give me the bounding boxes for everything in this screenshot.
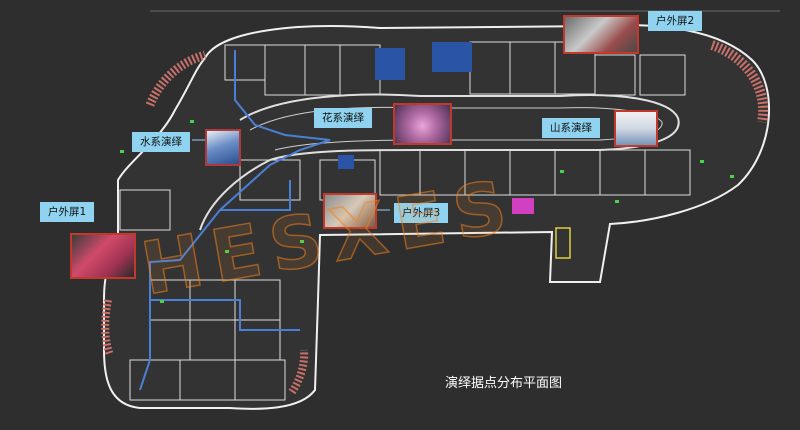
room-grid-top: [224, 41, 686, 96]
facade-left-top: [145, 50, 207, 107]
facade-left-bottom: [101, 299, 114, 357]
blue-block-3: [338, 155, 354, 169]
thumb-outdoor-screen-3: [323, 193, 377, 229]
magenta-shop: [512, 198, 534, 214]
thumb-mountain-show: [614, 110, 658, 147]
blue-route: [139, 50, 331, 391]
thumb-outdoor-screen-2: [563, 15, 639, 54]
callout-outdoor-screen-1: 户外屏1: [40, 202, 95, 222]
room-grid-lower-left: [119, 189, 286, 401]
facade-right: [710, 40, 769, 123]
callout-water-show: 水系演绎: [132, 132, 190, 152]
callout-flower-show: 花系演绎: [314, 108, 372, 128]
thumb-flower-show: [393, 103, 452, 145]
blue-block-2: [432, 42, 472, 72]
thumb-water-show: [205, 129, 241, 166]
room-grid-middle: [239, 149, 691, 201]
blue-block-1: [375, 48, 405, 80]
callout-outdoor-screen-3: 户外屏3: [394, 203, 449, 223]
callout-mountain-show: 山系演绎: [542, 118, 600, 138]
diagram-caption: 演绎据点分布平面图: [445, 376, 563, 391]
yellow-stair: [555, 227, 571, 259]
facade-bottom-right: [288, 349, 309, 395]
callout-outdoor-screen-2: 户外屏2: [648, 11, 703, 31]
thumb-outdoor-screen-1: [70, 233, 136, 279]
